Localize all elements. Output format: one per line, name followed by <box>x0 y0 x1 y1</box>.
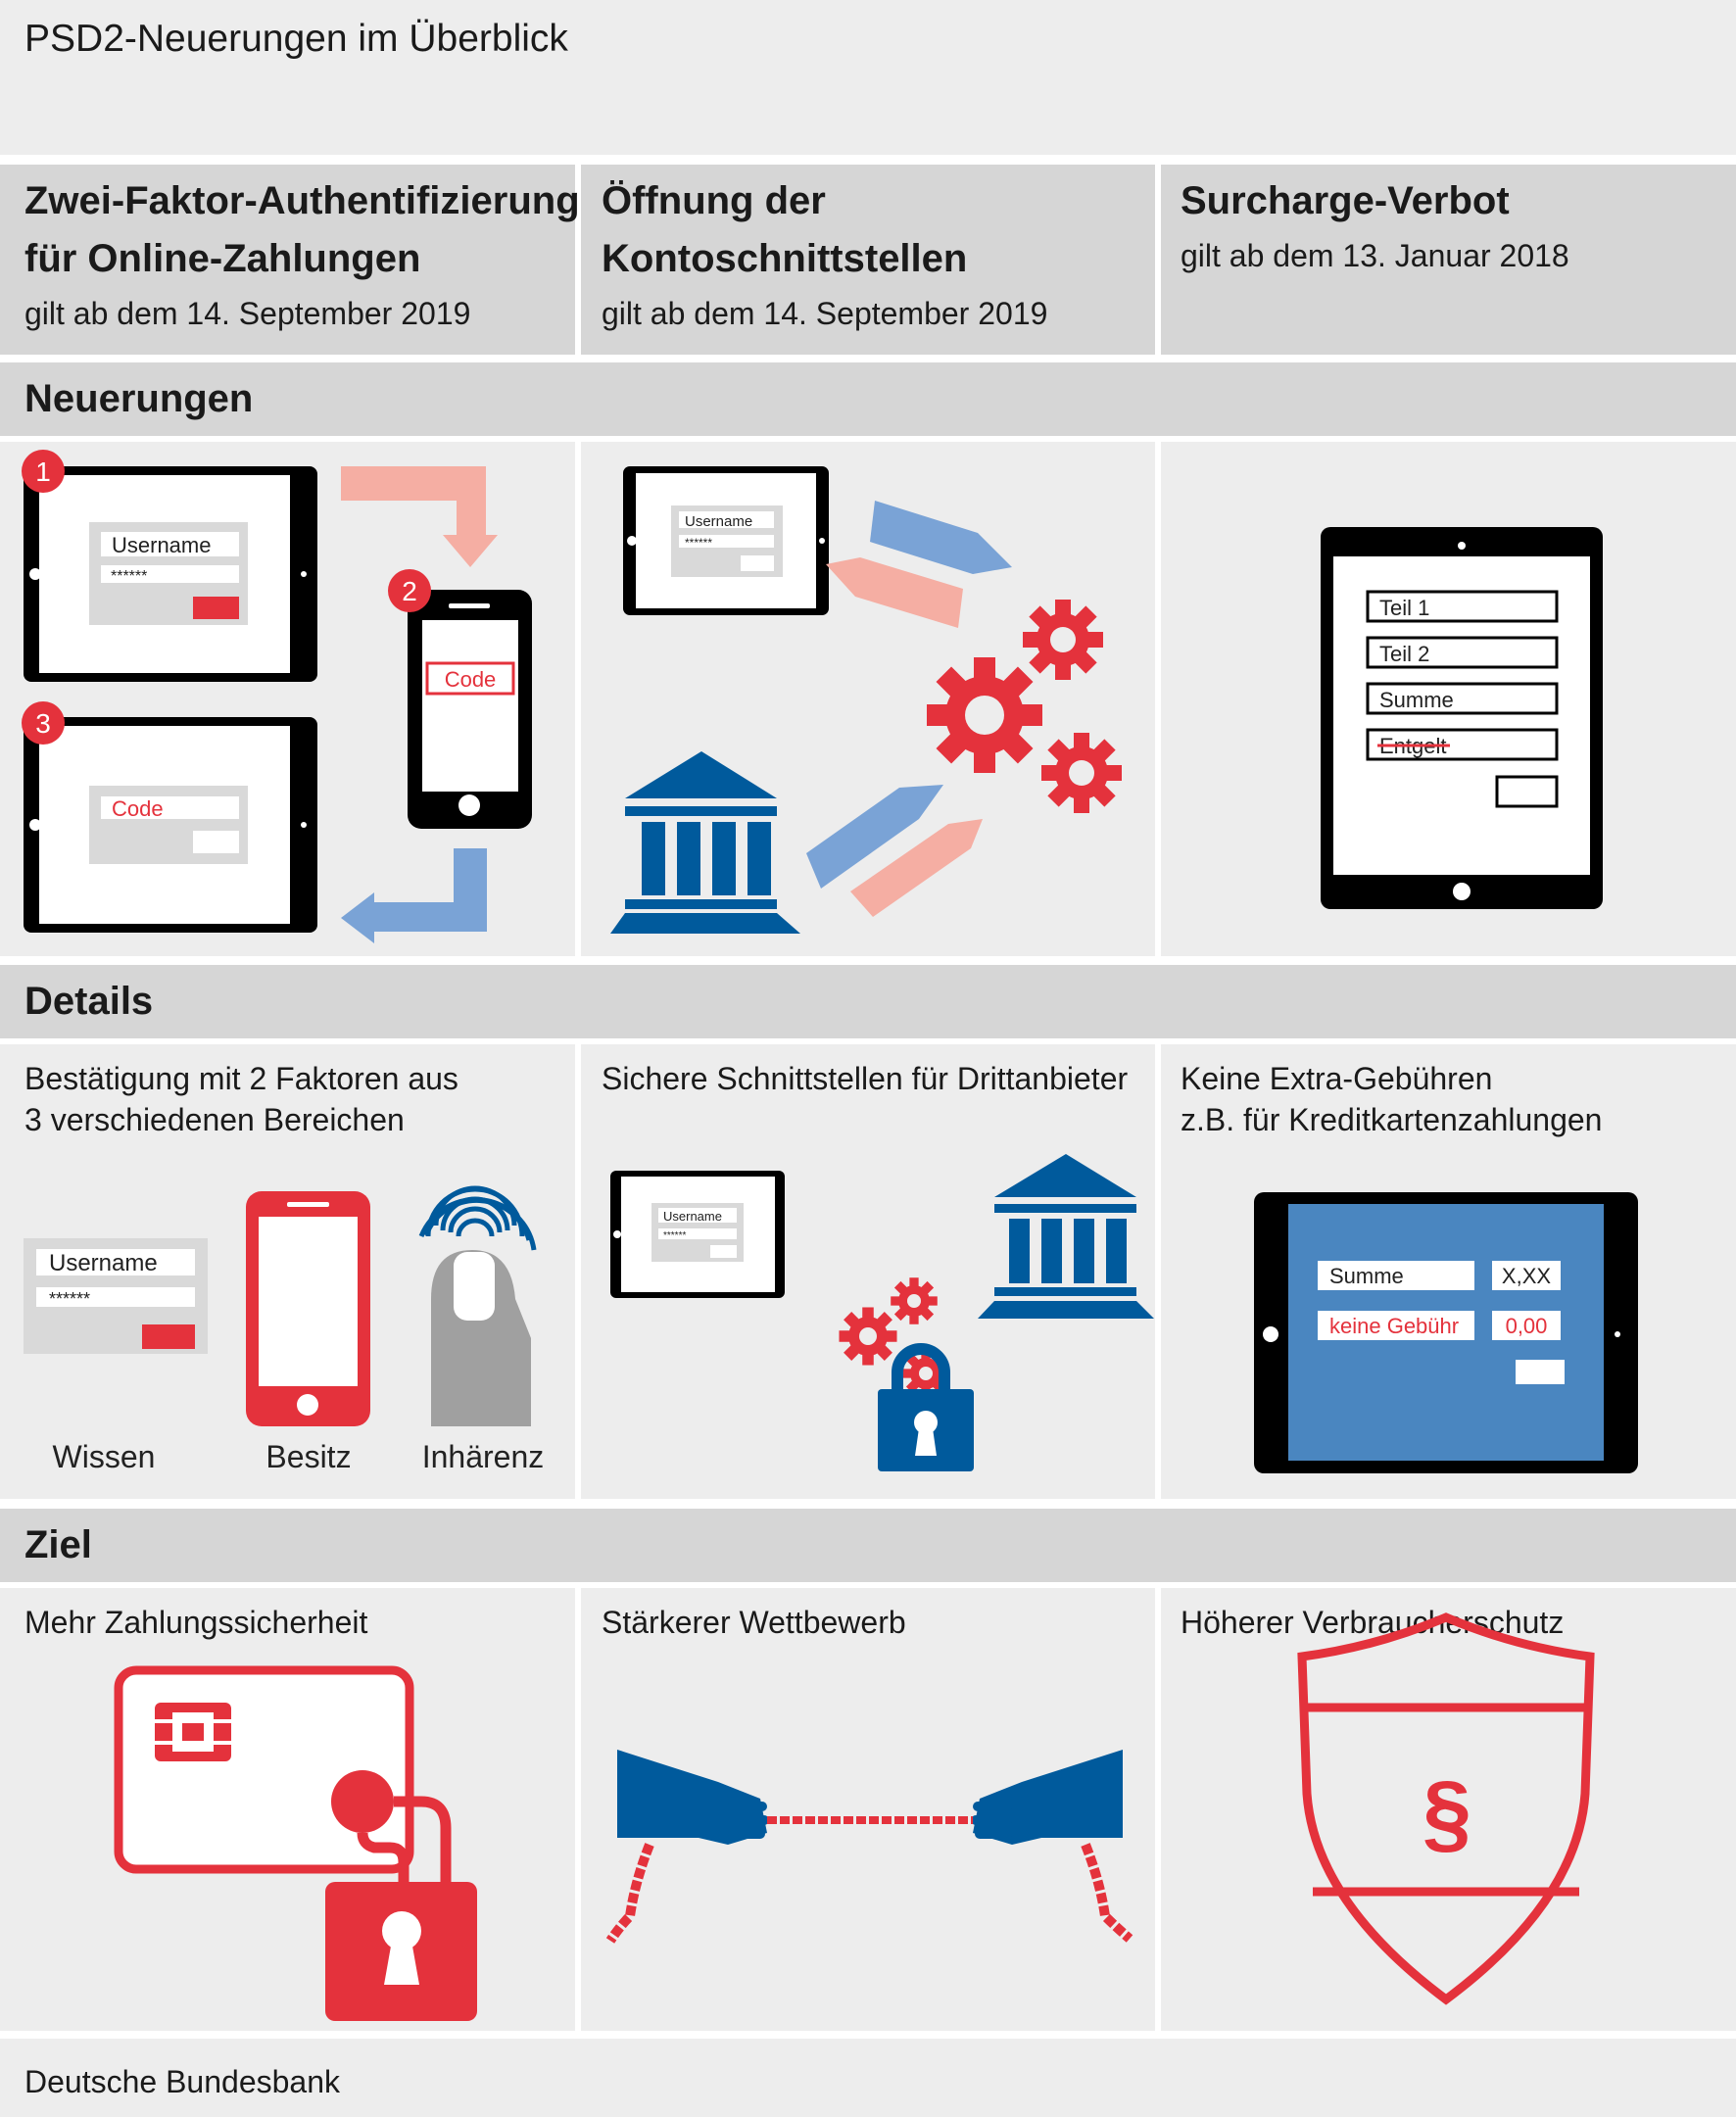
padlock-icon <box>878 1343 974 1471</box>
step-number-2: 2 <box>402 576 417 606</box>
column-header-text-1: Zwei-Faktor-Authentifizierung für Online… <box>24 172 580 339</box>
password-mask: ****** <box>663 1230 686 1241</box>
factor-label-inhaerenz: Inhärenz <box>422 1439 545 1474</box>
column-title-line2: Kontoschnittstellen <box>602 237 968 280</box>
code-label: Code <box>445 667 497 692</box>
details-text-line: z.B. für Kreditkartenzahlungen <box>1181 1102 1603 1137</box>
hand-icon <box>971 1750 1123 1845</box>
footer-source: Deutsche Bundesbank <box>24 2064 340 2099</box>
username-label: Username <box>663 1209 722 1224</box>
ziel-text-2: Stärkerer Wettbewerb <box>602 1605 906 1640</box>
gear-icon <box>927 657 1042 773</box>
fee-row-label: keine Gebühr <box>1329 1314 1459 1338</box>
step-badge-3 <box>22 701 65 745</box>
column-title-line2: für Online-Zahlungen <box>24 237 421 280</box>
rope-end-icon <box>1081 1843 1133 1943</box>
interface-arrow-blue <box>806 785 943 889</box>
column-header-1 <box>0 165 575 355</box>
bank-icon <box>978 1154 1154 1319</box>
factor-label-besitz: Besitz <box>265 1439 351 1474</box>
details-text-1: Bestätigung mit 2 Faktoren aus 3 verschi… <box>24 1058 458 1140</box>
paragraph-symbol: § <box>1423 1764 1471 1862</box>
password-mask: ****** <box>685 536 712 550</box>
section-title-neuerungen: Neuerungen <box>24 377 254 420</box>
fingerprint-icon <box>418 1185 537 1251</box>
page-title: PSD2-Neuerungen im Überblick <box>24 18 568 60</box>
footer-bar <box>0 2039 1736 2117</box>
details-text-3: Keine Extra-Gebühren z.B. für Kreditkart… <box>1181 1058 1602 1140</box>
code-label: Code <box>112 796 164 821</box>
bank-icon <box>610 751 800 934</box>
column-title-line1: Zwei-Faktor-Authentifizierung <box>24 179 580 222</box>
surcharge-field-1: Teil 1 <box>1379 596 1429 620</box>
username-label: Username <box>49 1250 158 1276</box>
column-date: gilt ab dem 14. September 2019 <box>602 296 1048 331</box>
step-badge-1 <box>22 450 65 493</box>
fee-row-value: X,XX <box>1502 1264 1551 1288</box>
interface-arrow-blue <box>870 501 1012 574</box>
interface-arrow-salmon <box>826 557 963 628</box>
step-badge-2 <box>388 569 431 612</box>
section-header-details <box>0 965 1736 1038</box>
column-header-3 <box>1161 165 1736 355</box>
step-number-1: 1 <box>35 457 51 487</box>
fee-row-label: Summe <box>1329 1264 1404 1288</box>
account-interface-illustration: Username ****** <box>610 466 1122 934</box>
gear-icon <box>839 1307 897 1366</box>
consumer-protection-illustration: § <box>1297 1612 1595 2005</box>
no-fee-tablet-illustration: Summe X,XX keine Gebühr 0,00 <box>1254 1192 1638 1473</box>
details-text-line: 3 verschiedenen Bereichen <box>24 1102 405 1137</box>
section-header-neuerungen <box>0 362 1736 436</box>
column-date: gilt ab dem 14. September 2019 <box>24 296 471 331</box>
column-header-text-3: Surcharge-Verbot gilt ab dem 13. Januar … <box>1181 172 1569 281</box>
two-factor-flow-illustration: Username ****** 1 Code 2 Code 3 <box>22 450 532 943</box>
surcharge-tablet-illustration: Teil 1 Teil 2 Summe Entgelt <box>1321 527 1603 909</box>
hand-icon <box>617 1750 769 1845</box>
gear-icon <box>891 1277 938 1324</box>
password-mask: ****** <box>111 568 147 585</box>
interface-arrow-salmon <box>850 819 983 917</box>
column-header-text-2: Öffnung der Kontoschnittstellen gilt ab … <box>602 172 1047 339</box>
secure-interface-illustration: Username ****** <box>610 1154 1154 1471</box>
surcharge-field-3: Summe <box>1379 688 1454 712</box>
fee-row-value: 0,00 <box>1506 1314 1548 1338</box>
gear-icon <box>902 1350 949 1397</box>
section-header-ziel <box>0 1509 1736 1582</box>
column-title-line1: Öffnung der <box>602 179 826 222</box>
flow-arrow-blue <box>341 848 487 943</box>
padlock-icon <box>325 1770 477 2021</box>
details-text-2: Sichere Schnittstellen für Drittanbieter <box>602 1061 1129 1096</box>
ziel-text-1: Mehr Zahlungssicherheit <box>24 1605 368 1640</box>
ziel-panel-3 <box>1161 1588 1736 2031</box>
gear-icon <box>1023 600 1103 680</box>
column-date: gilt ab dem 13. Januar 2018 <box>1181 238 1569 273</box>
flow-arrow-salmon <box>341 466 498 567</box>
section-title-ziel: Ziel <box>24 1523 92 1566</box>
details-text-line: Bestätigung mit 2 Faktoren aus <box>24 1061 458 1096</box>
factor-label-wissen: Wissen <box>53 1439 156 1474</box>
payment-security-illustration <box>114 1665 477 2021</box>
column-title-line1: Surcharge-Verbot <box>1181 179 1510 222</box>
title-bar <box>0 0 1736 155</box>
details-text-line: Keine Extra-Gebühren <box>1181 1061 1493 1096</box>
shield-icon <box>1297 1612 1595 2005</box>
step-number-3: 3 <box>35 708 51 739</box>
card-chip-icon <box>155 1703 231 1761</box>
gear-icon <box>1041 733 1122 813</box>
column-header-2 <box>581 165 1155 355</box>
password-mask: ****** <box>49 1289 90 1309</box>
username-label: Username <box>685 513 752 530</box>
authentication-factors-illustration: Username ****** Wissen Besitz Inhärenz <box>24 1185 545 1474</box>
rope-end-icon <box>605 1843 654 1944</box>
section-title-details: Details <box>24 980 154 1023</box>
tug-of-war-illustration <box>605 1750 1133 1944</box>
surcharge-field-2: Teil 2 <box>1379 642 1429 666</box>
username-label: Username <box>112 533 211 557</box>
